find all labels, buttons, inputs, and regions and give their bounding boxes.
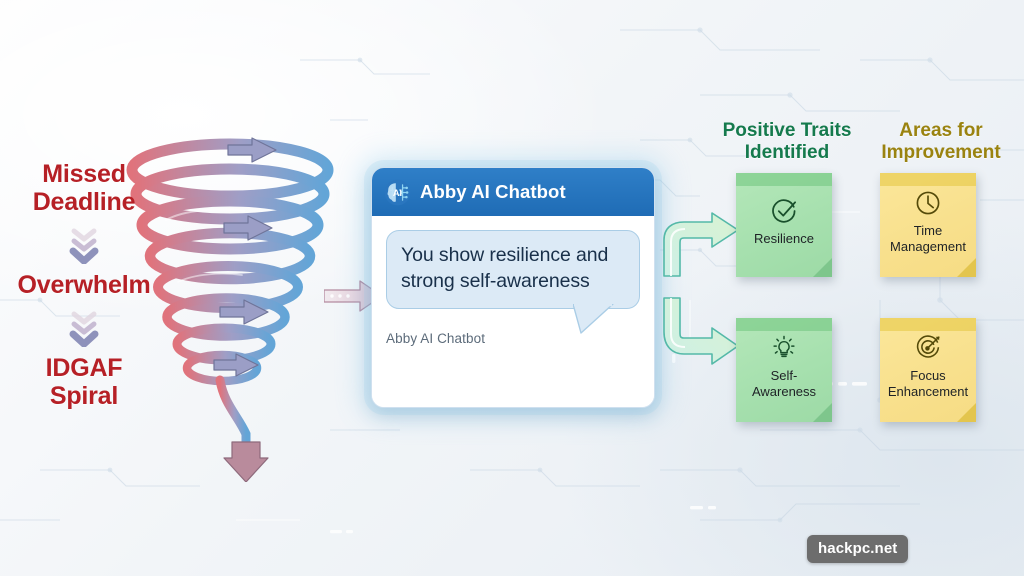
flow-step-overwhelm: Overwhelm bbox=[0, 271, 168, 299]
areas-improvement-heading: Areas for Improvement bbox=[866, 120, 1016, 164]
note-label: Time Management bbox=[890, 223, 966, 254]
flow-step-missed-deadline: Missed Deadline bbox=[0, 160, 168, 216]
note-top-strip bbox=[736, 318, 832, 331]
heading-line2: Improvement bbox=[881, 142, 1001, 164]
note-label: Focus Enhancement bbox=[887, 368, 969, 399]
positive-traits-heading: Positive Traits Identified bbox=[708, 120, 866, 164]
chatbot-title: Abby AI Chatbot bbox=[420, 181, 566, 202]
heading-line1: Positive Traits bbox=[722, 120, 852, 141]
step-label: Overwhelm bbox=[17, 271, 151, 299]
check-circle-icon bbox=[772, 199, 797, 223]
watermark: hackpc.net bbox=[807, 535, 909, 563]
note-focus-enhancement[interactable]: Focus Enhancement bbox=[880, 318, 976, 422]
curved-arrow-down-right-icon bbox=[663, 297, 739, 365]
chatbot-body: You show resilience and strong self-awar… bbox=[372, 216, 654, 407]
note-top-strip bbox=[736, 173, 832, 186]
note-fold-corner bbox=[957, 258, 976, 277]
note-resilience[interactable]: Resilience bbox=[736, 173, 832, 277]
triple-chevron-down-icon-2 bbox=[0, 304, 168, 350]
note-label: Self- Awareness bbox=[751, 368, 817, 399]
note-fold-corner bbox=[813, 403, 832, 422]
clock-icon bbox=[916, 191, 940, 215]
note-time-management[interactable]: Time Management bbox=[880, 173, 976, 277]
negative-spiral-flow: Missed Deadline Overwhelm bbox=[0, 160, 168, 410]
step-label: IDGAF bbox=[45, 354, 123, 382]
heading-line2: Identified bbox=[744, 142, 830, 164]
flow-step-idgaf-spiral: IDGAF Spiral bbox=[0, 354, 168, 410]
note-fold-corner bbox=[957, 403, 976, 422]
chatbot-header: AI Abby AI Chatbot bbox=[372, 168, 654, 216]
note-top-strip bbox=[880, 318, 976, 331]
downward-spiral-tornado-icon bbox=[120, 137, 334, 482]
note-self-awareness[interactable]: Self- Awareness bbox=[736, 318, 832, 422]
chatbot-card[interactable]: AI Abby AI Chatbot You show resilience a… bbox=[371, 167, 655, 408]
ai-logo-text: AI bbox=[393, 188, 402, 198]
step-label: Missed bbox=[42, 160, 126, 188]
lightbulb-icon bbox=[773, 335, 795, 358]
curved-arrow-up-right-icon bbox=[663, 212, 739, 277]
note-label: Resilience bbox=[754, 230, 814, 246]
chatbot-footer-label: Abby AI Chatbot bbox=[386, 330, 486, 346]
chat-message-text: You show resilience and strong self-awar… bbox=[401, 244, 609, 292]
note-top-strip bbox=[880, 173, 976, 186]
triple-chevron-down-icon bbox=[0, 221, 168, 267]
speech-bubble-tail bbox=[573, 303, 614, 334]
chat-message-bubble: You show resilience and strong self-awar… bbox=[386, 230, 640, 334]
note-fold-corner bbox=[813, 258, 832, 277]
step-label-line2: Deadline bbox=[32, 188, 136, 216]
ai-brain-circuit-icon: AI bbox=[384, 179, 411, 205]
heading-line1: Areas for bbox=[899, 120, 983, 141]
step-label-line2: Spiral bbox=[49, 382, 119, 410]
target-dart-icon bbox=[916, 335, 940, 358]
